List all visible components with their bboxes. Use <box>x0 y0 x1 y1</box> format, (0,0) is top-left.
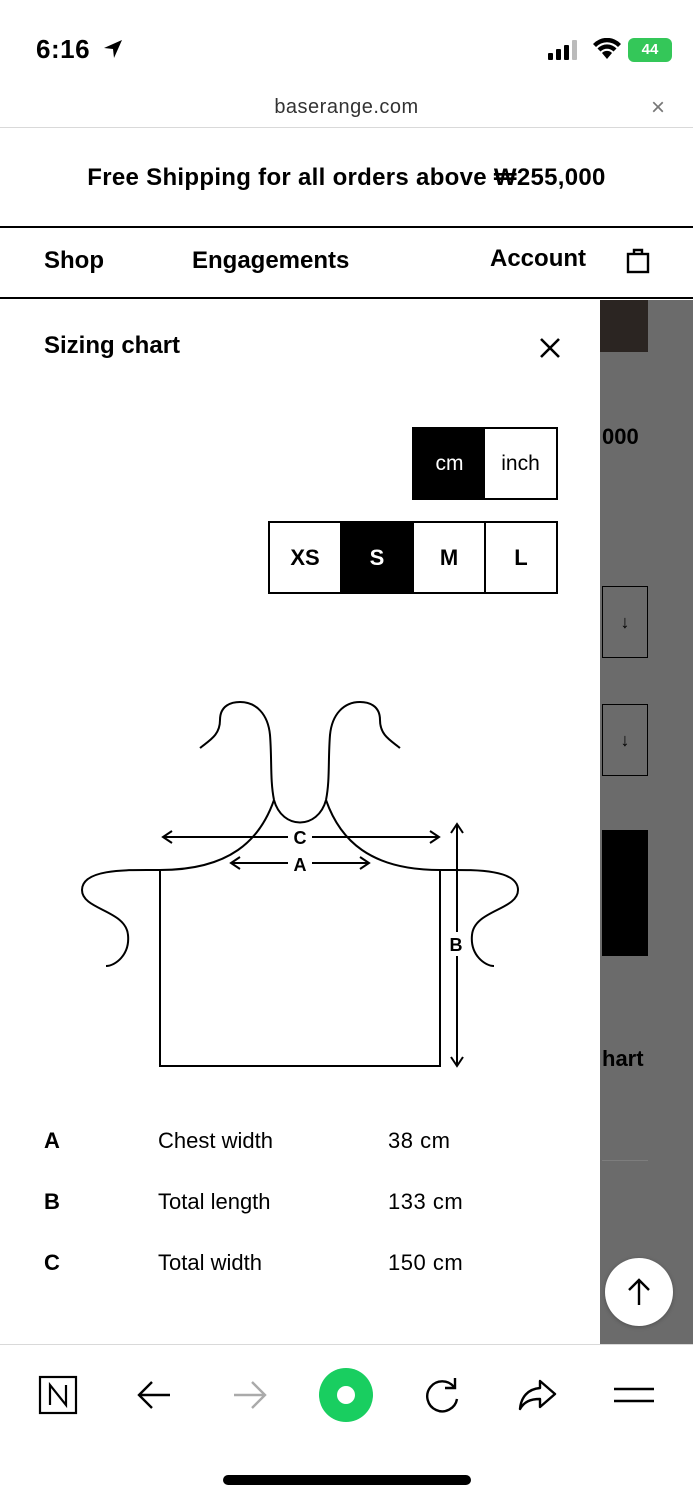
diagram-label-b: B <box>450 935 463 955</box>
forward-arrow-icon <box>234 1381 267 1409</box>
measurement-label: Total length <box>158 1189 271 1214</box>
background-page-overlay[interactable]: 000 ↓ ↓ hart <box>600 300 693 1344</box>
size-selector: XS S M L <box>268 521 558 594</box>
wifi-icon <box>593 38 621 59</box>
close-icon[interactable] <box>536 334 564 362</box>
size-m-button[interactable]: M <box>414 523 486 592</box>
signal-bars-icon <box>548 40 577 60</box>
nav-account[interactable]: Account <box>490 245 586 272</box>
measurement-letter: B <box>44 1189 60 1214</box>
size-xs-button[interactable]: XS <box>270 523 342 592</box>
naver-logo-button[interactable] <box>30 1367 86 1423</box>
size-l-button[interactable]: L <box>514 544 528 570</box>
diagram-label-c: C <box>294 828 307 848</box>
back-button[interactable] <box>126 1367 182 1423</box>
menu-button[interactable] <box>606 1367 662 1423</box>
background-divider <box>602 1160 648 1161</box>
left-tie <box>80 868 161 967</box>
arrow-a-heads <box>229 856 371 870</box>
url-bar[interactable]: baserange.com × <box>0 90 693 128</box>
green-dot-button[interactable] <box>318 1367 374 1423</box>
home-indicator <box>223 1475 471 1485</box>
status-bar: 6:16 44 <box>0 0 693 90</box>
unit-cm-button[interactable]: cm <box>414 429 485 498</box>
scroll-to-top-button[interactable] <box>605 1258 673 1326</box>
forward-button[interactable] <box>222 1367 278 1423</box>
background-dropdown-1: ↓ <box>602 586 648 658</box>
measurement-value: 133 cm <box>388 1189 464 1214</box>
right-strap <box>325 700 401 801</box>
location-arrow-icon <box>104 40 122 58</box>
unit-toggle: cm inch <box>412 427 558 500</box>
nav-engagements[interactable]: Engagements <box>192 247 350 274</box>
diagram-label-a: A <box>294 855 307 875</box>
shipping-banner: Free Shipping for all orders above ₩255,… <box>0 129 693 228</box>
background-product-image <box>600 300 648 352</box>
shopping-bag-icon[interactable] <box>626 246 650 274</box>
body-outline <box>159 870 441 1067</box>
measurement-letter: C <box>44 1250 60 1275</box>
reload-icon <box>426 1378 459 1413</box>
measurement-row: B Total length 133 cm <box>0 1189 600 1229</box>
nav-shop[interactable]: Shop <box>44 247 104 274</box>
background-chart-fragment: hart <box>602 1046 644 1071</box>
reload-button[interactable] <box>414 1367 470 1423</box>
url-text[interactable]: baserange.com <box>274 96 419 118</box>
garment-diagram: C A B <box>80 700 520 1068</box>
size-s-button[interactable]: S <box>342 523 414 592</box>
left-shoulder <box>159 799 275 871</box>
battery-level: 44 <box>641 41 659 58</box>
measurement-value: 38 cm <box>388 1128 451 1153</box>
measurement-letter: A <box>44 1128 60 1153</box>
green-dot-icon <box>319 1368 373 1422</box>
menu-icon <box>614 1387 654 1403</box>
main-nav: Shop Engagements Account <box>0 229 693 299</box>
measurement-label: Total width <box>158 1250 262 1275</box>
url-close-button[interactable]: × <box>650 94 665 121</box>
unit-inch-button[interactable]: inch <box>501 451 540 475</box>
arrow-up-icon <box>628 1278 650 1305</box>
left-strap <box>199 700 275 801</box>
shipping-banner-text: Free Shipping for all orders above ₩255,… <box>87 163 606 191</box>
browser-toolbar <box>0 1344 693 1500</box>
back-arrow-icon <box>137 1381 170 1409</box>
background-price-fragment: 000 <box>602 424 639 449</box>
arrow-down-icon: ↓ <box>620 729 630 750</box>
sizing-chart-panel: Sizing chart cm inch XS S M L <box>0 300 600 1344</box>
share-button[interactable] <box>510 1367 566 1423</box>
share-icon <box>518 1379 557 1411</box>
status-time: 6:16 <box>36 34 91 64</box>
measurement-row: A Chest width 38 cm <box>0 1128 600 1168</box>
battery-indicator: 44 <box>628 38 672 62</box>
arrow-c-heads <box>161 830 441 844</box>
right-tie <box>439 868 520 967</box>
sizing-chart-title: Sizing chart <box>44 332 181 359</box>
measurement-row: C Total width 150 cm <box>0 1250 600 1290</box>
arrow-b-heads <box>450 822 464 1068</box>
measurement-label: Chest width <box>158 1128 273 1153</box>
background-add-to-cart <box>602 830 648 956</box>
right-shoulder <box>325 799 441 871</box>
measurement-value: 150 cm <box>388 1250 464 1275</box>
naver-logo-icon <box>38 1375 78 1415</box>
arrow-down-icon: ↓ <box>620 611 630 632</box>
neckline <box>273 799 327 824</box>
background-dropdown-2: ↓ <box>602 704 648 776</box>
